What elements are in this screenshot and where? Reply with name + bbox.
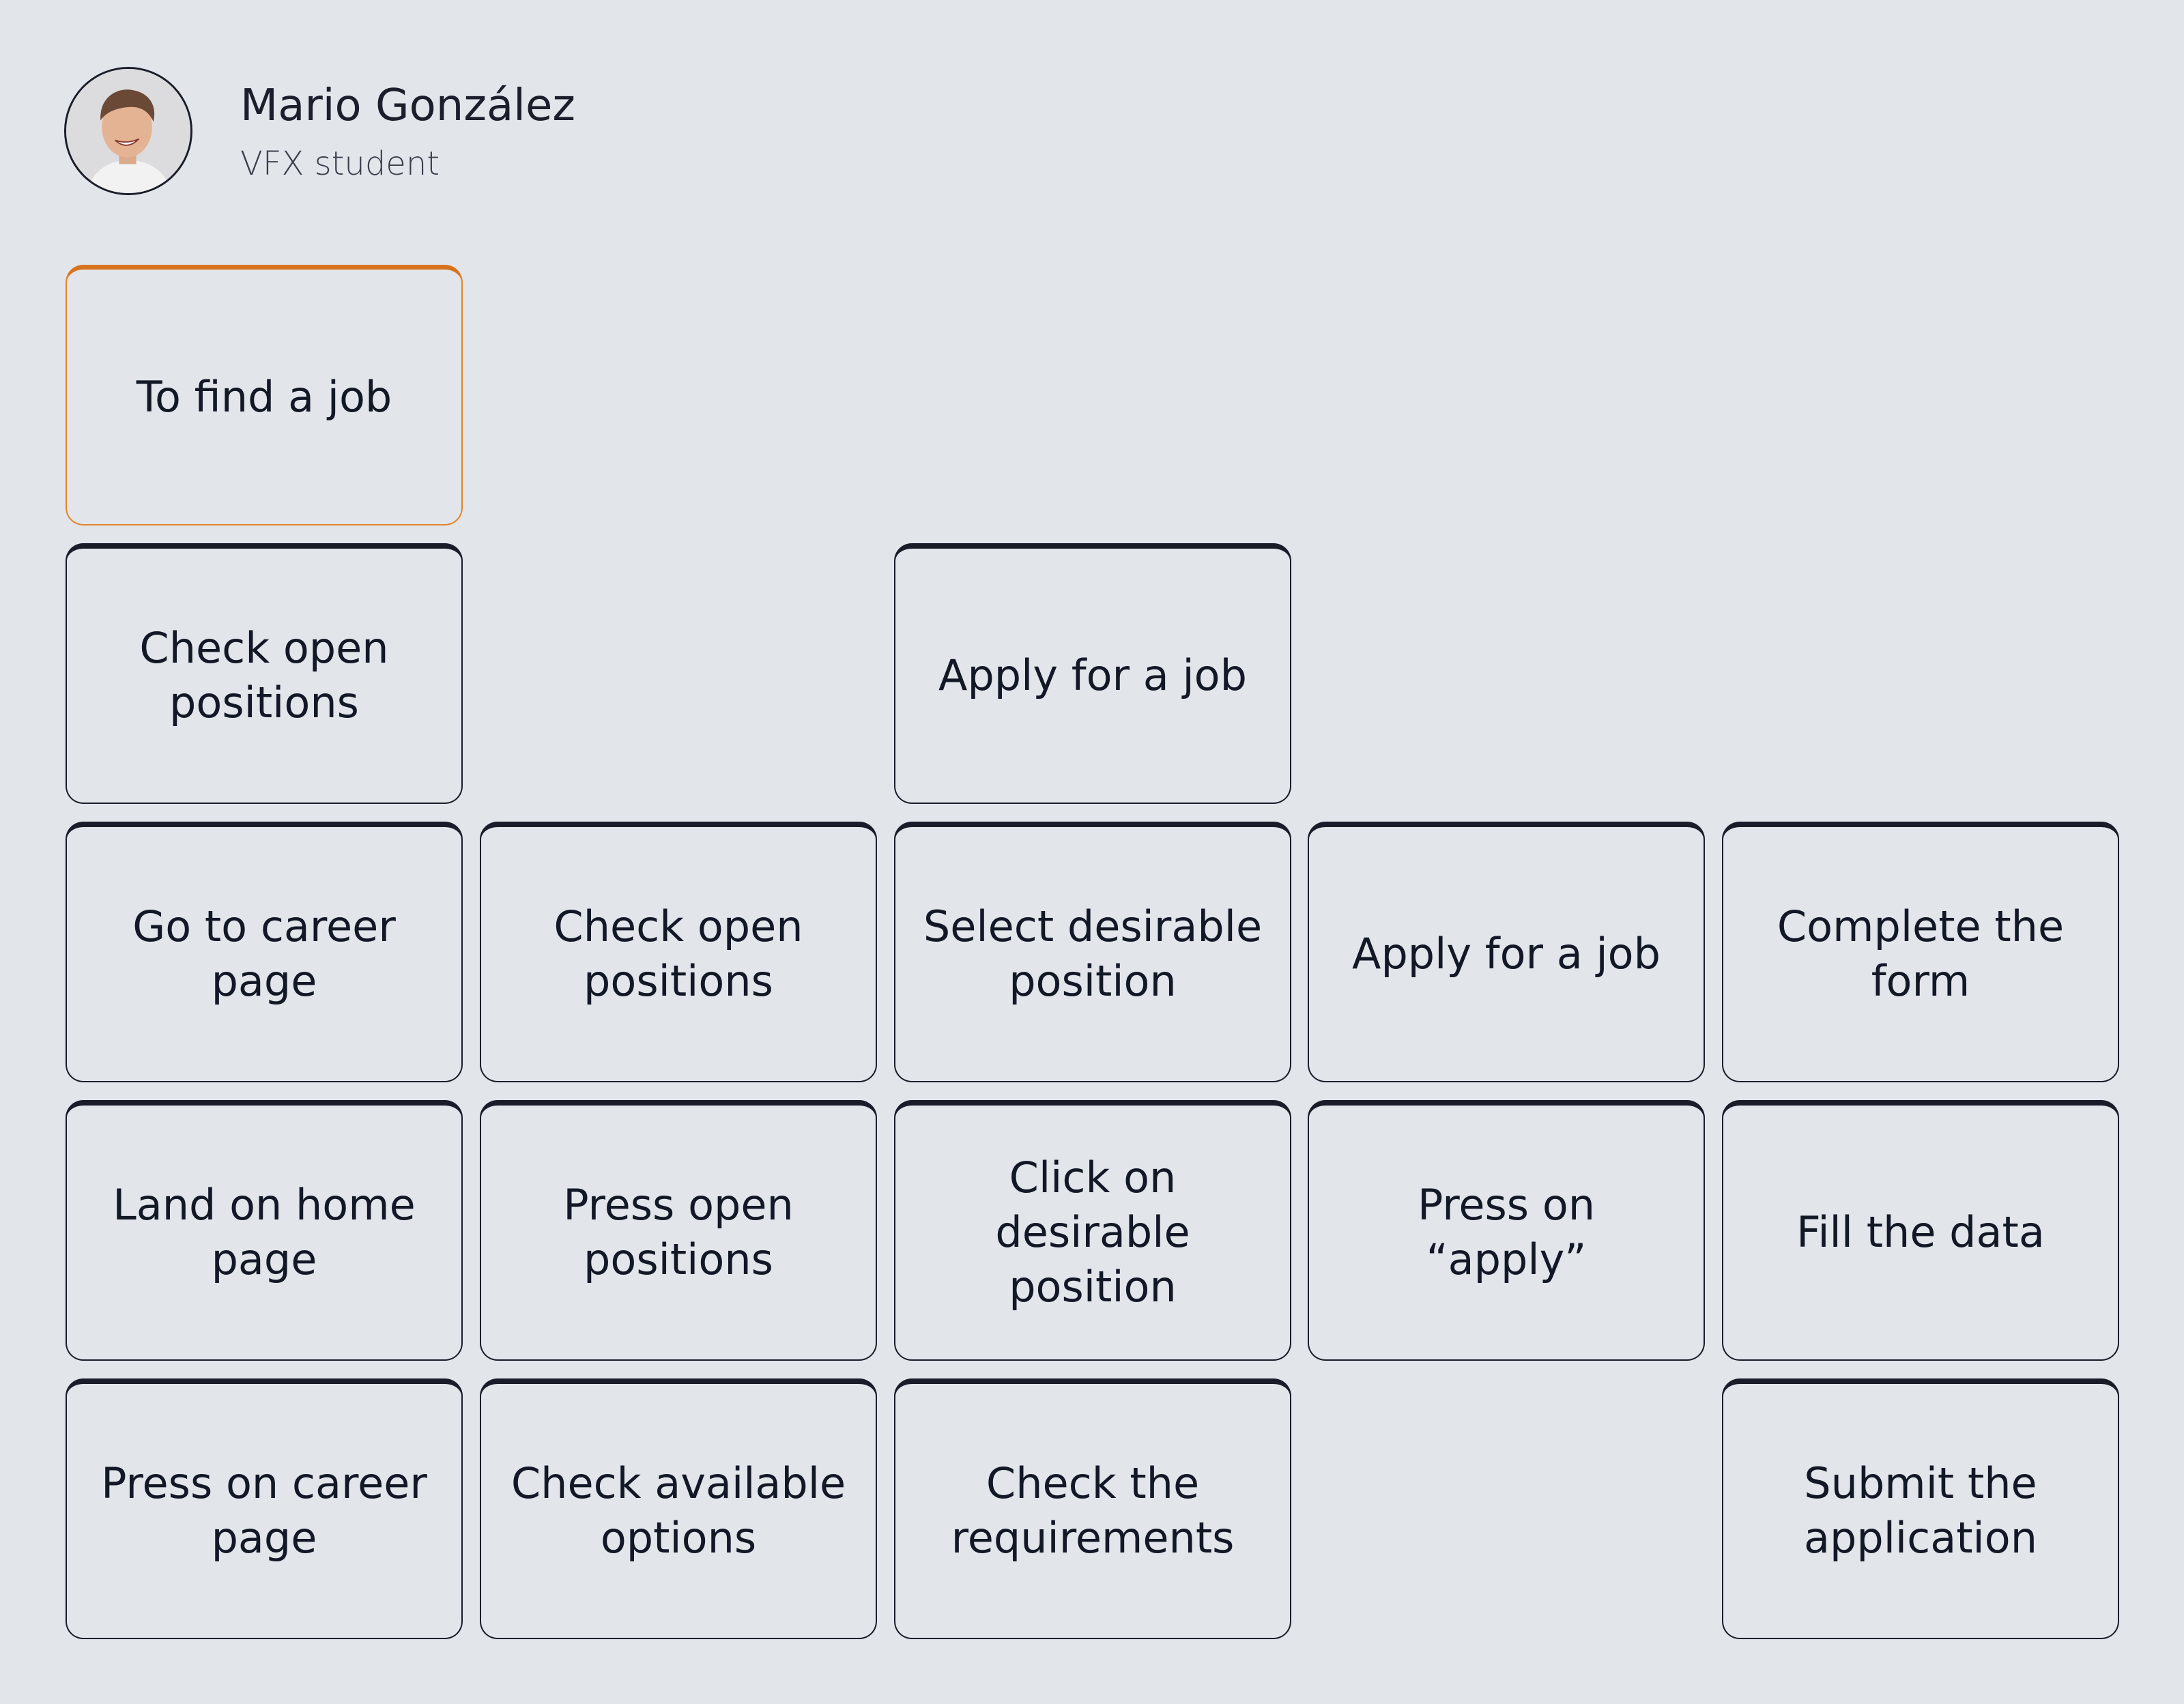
step-label: Land on home page — [113, 1180, 416, 1284]
step-label: Press on career page — [101, 1458, 427, 1563]
step-label: Submit the application — [1804, 1458, 2037, 1563]
step-label: Click on desirable position — [995, 1153, 1190, 1312]
step-card: Check available options — [480, 1378, 877, 1639]
step-card: Submit the application — [1722, 1378, 2119, 1639]
step-label: Press on “apply” — [1417, 1180, 1596, 1284]
task-label: Go to career page — [132, 901, 396, 1006]
task-card: Go to career page — [66, 822, 463, 1082]
step-card: Fill the data — [1722, 1100, 2119, 1361]
task-label: Complete the form — [1777, 901, 2065, 1006]
activity-card: Check open positions — [66, 543, 463, 804]
step-card: Check the requirements — [894, 1378, 1291, 1639]
persona-name: Mario González — [240, 81, 575, 131]
avatar-portrait-icon — [66, 69, 190, 193]
step-label: Check available options — [511, 1458, 846, 1563]
activity-label: Apply for a job — [938, 650, 1247, 700]
activity-card: Apply for a job — [894, 543, 1291, 804]
step-card: Press on career page — [66, 1378, 463, 1639]
task-card: Apply for a job — [1308, 822, 1705, 1082]
task-card: Complete the form — [1722, 822, 2119, 1082]
task-card: Check open positions — [480, 822, 877, 1082]
avatar — [64, 67, 192, 195]
persona-role: VFX student — [240, 145, 440, 183]
step-label: Check the requirements — [951, 1458, 1235, 1563]
goal-label: To find a job — [136, 371, 392, 422]
activity-label: Check open positions — [139, 623, 389, 727]
goal-card: To find a job — [66, 265, 463, 525]
task-label: Select desirable position — [923, 901, 1263, 1006]
persona-header: Mario González VFX student — [64, 67, 575, 195]
step-card: Land on home page — [66, 1100, 463, 1361]
step-card: Press open positions — [480, 1100, 877, 1361]
step-card: Click on desirable position — [894, 1100, 1291, 1361]
task-label: Apply for a job — [1352, 929, 1661, 979]
task-label: Check open positions — [554, 901, 803, 1006]
task-card: Select desirable position — [894, 822, 1291, 1082]
step-label: Fill the data — [1796, 1207, 2045, 1257]
step-label: Press open positions — [563, 1180, 794, 1284]
step-card: Press on “apply” — [1308, 1100, 1705, 1361]
